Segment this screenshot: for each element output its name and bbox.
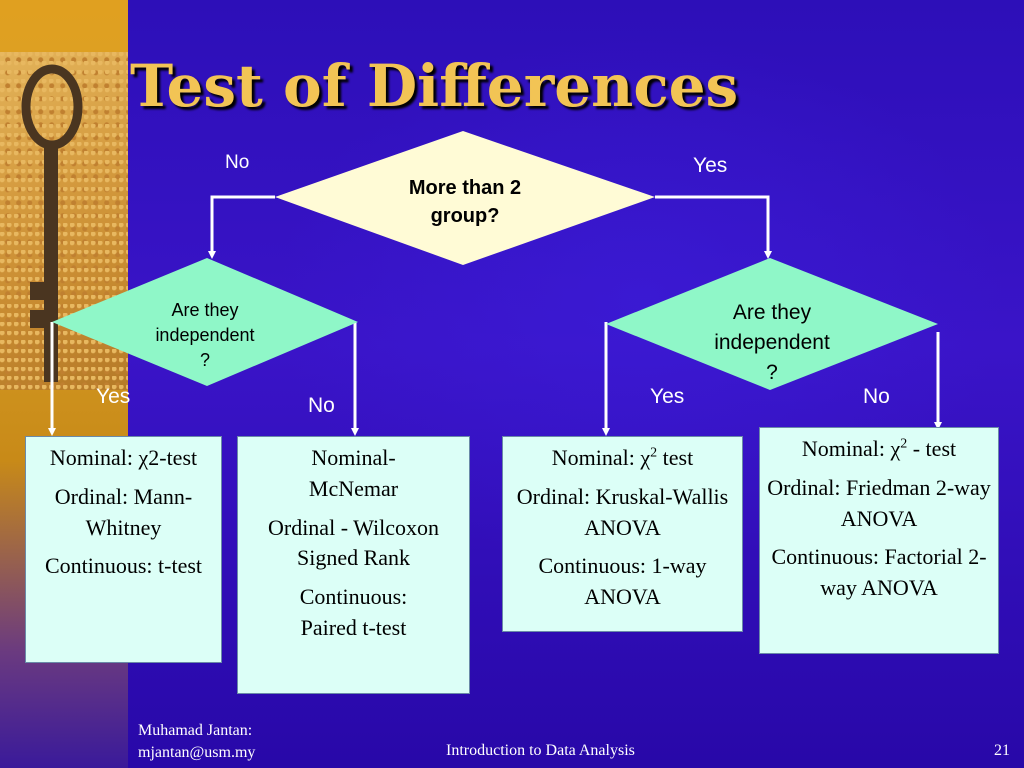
outcome-line: Nominal: χ2-test xyxy=(49,445,198,470)
slide-number: 21 xyxy=(994,742,1010,759)
nominal-prefix: Nominal: χ xyxy=(801,436,901,461)
connector-top-no xyxy=(208,195,275,259)
outcome-line: Continuous: Factorial 2-way ANOVA xyxy=(771,544,987,601)
footer-author-email: mjantan@usm.my xyxy=(138,744,256,761)
right-decision-line1: Are they xyxy=(732,301,812,324)
label-top-no: No xyxy=(225,152,250,173)
label-left-no: No xyxy=(308,394,335,417)
left-decision-line1: Are they xyxy=(171,300,239,320)
footer-course: Introduction to Data Analysis xyxy=(446,742,635,759)
label-top-yes: Yes xyxy=(693,154,728,177)
connector-top-yes xyxy=(655,195,772,259)
outcome-box-independent-multigroups: Nominal: χ2 test Ordinal: Kruskal-Wallis… xyxy=(502,436,743,632)
top-decision-line1: More than 2 xyxy=(408,177,522,199)
right-decision-line2: independent xyxy=(714,331,830,354)
right-decision-text: Are they independent ? xyxy=(692,298,852,388)
left-decision-diamond xyxy=(52,258,358,386)
outcome-line: Continuous: t-test xyxy=(44,553,203,579)
right-decision-diamond xyxy=(606,258,938,390)
outcome-line-nominal: Nominal: χ2 test xyxy=(509,443,736,474)
outcome-box-independent-2groups: Nominal: χ2-test Ordinal: Mann-Whitney C… xyxy=(25,436,222,663)
top-decision-diamond xyxy=(275,131,655,265)
label-right-yes: Yes xyxy=(650,385,685,408)
nominal-superscript: 2 xyxy=(900,436,908,452)
outcome-line: Continuous: Paired t-test xyxy=(299,584,408,640)
footer-author-name: Muhamad Jantan: xyxy=(138,722,253,739)
outcome-box-dependent-2groups: Nominal-McNemar Ordinal - Wilcoxon Signe… xyxy=(237,436,470,694)
nominal-suffix: - test xyxy=(907,436,957,461)
outcome-line: Ordinal: Friedman 2-way ANOVA xyxy=(767,474,991,531)
footer-author: Muhamad Jantan: mjantan@usm.my xyxy=(138,720,255,764)
left-decision-line2: independent xyxy=(155,325,255,345)
top-decision-text: More than 2 group? xyxy=(375,174,555,230)
top-decision-line2: group? xyxy=(430,205,500,227)
outcome-line-nominal: Nominal: χ2 - test xyxy=(766,434,992,465)
outcome-line: Continuous: 1-way ANOVA xyxy=(538,553,707,610)
left-decision-text: Are they independent ? xyxy=(130,298,280,373)
left-decision-line3: ? xyxy=(199,350,210,370)
nominal-suffix: test xyxy=(657,445,694,470)
label-right-no: No xyxy=(863,385,890,408)
slide-title: Test of Differences xyxy=(130,52,739,120)
outcome-box-dependent-multigroups: Nominal: χ2 - test Ordinal: Friedman 2-w… xyxy=(759,427,999,654)
right-decision-line3: ? xyxy=(766,361,778,384)
outcome-line: Ordinal: Mann-Whitney xyxy=(54,483,193,540)
label-left-yes: Yes xyxy=(96,385,131,408)
nominal-prefix: Nominal: χ xyxy=(551,445,651,470)
outcome-line: Nominal-McNemar xyxy=(308,445,399,501)
nominal-superscript: 2 xyxy=(650,445,658,461)
outcome-line: Ordinal - Wilcoxon Signed Rank xyxy=(267,514,439,571)
outcome-line: Ordinal: Kruskal-Wallis ANOVA xyxy=(516,483,729,540)
